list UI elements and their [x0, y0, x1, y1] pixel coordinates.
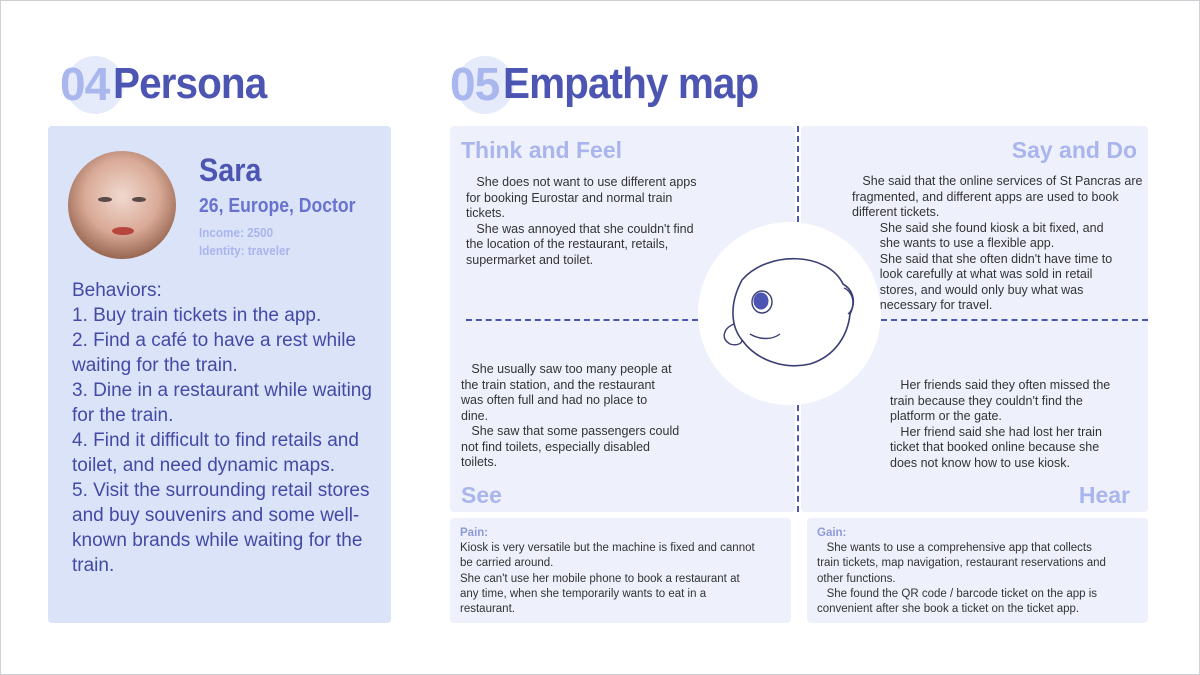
behaviors-list: Behaviors: 1. Buy train tickets in the a… [72, 278, 387, 578]
text-line: any time, when she temporarily wants to … [460, 587, 707, 600]
section-number-badge: 05 [450, 56, 514, 114]
text-line: Her friends said they often missed the [890, 378, 1111, 392]
think-feel-label: Think and Feel [461, 137, 623, 163]
divider-vertical [797, 126, 799, 222]
pain-text: Kiosk is very versatile but the machine … [460, 541, 755, 617]
text-line: She wants to use a comprehensive app tha… [817, 542, 1092, 554]
see-text: She usually saw too many people at the t… [461, 362, 679, 471]
section-title: Persona [113, 59, 267, 108]
persona-name: Sara [199, 152, 262, 188]
text-line: stores, and would only buy what was [852, 282, 1084, 297]
text-line: the train station, and the restaurant [461, 377, 655, 392]
text-line: supermarket and toilet. [466, 252, 594, 267]
text-line: different tickets. [852, 205, 940, 219]
text-line: She can't use her mobile phone to book a… [460, 572, 740, 585]
behavior-item: 1. Buy train tickets in the app. [72, 305, 322, 326]
behavior-item: 2. Find a café to have a rest while wait… [72, 330, 357, 376]
gain-text: She wants to use a comprehensive app tha… [817, 541, 1106, 617]
text-line: restaurant. [460, 603, 515, 616]
section-title: Empathy map [503, 59, 759, 108]
text-line: platform or the gate. [890, 409, 1002, 423]
text-line: be carried around. [460, 557, 554, 570]
text-line: for booking Eurostar and normal train [466, 190, 673, 205]
center-circle [698, 222, 881, 405]
text-line: train because they couldn't find the [890, 393, 1083, 408]
text-line: dine. [461, 408, 489, 423]
persona-heading: 04 Persona [60, 56, 280, 114]
text-line: fragmented, and different apps are used … [852, 189, 1119, 204]
avatar-lips [112, 227, 134, 235]
text-line: necessary for travel. [852, 298, 993, 312]
persona-card: Sara 26, Europe, Doctor Income: 2500 Ide… [48, 126, 391, 623]
text-line: She was annoyed that she couldn't find [466, 221, 694, 236]
empathy-heading: 05 Empathy map [450, 56, 781, 114]
text-line: not find toilets, especially disabled [461, 439, 651, 454]
text-line: She said that the online services of St … [852, 174, 1143, 188]
behaviors-title: Behaviors: [72, 280, 162, 301]
gain-label: Gain: [817, 527, 847, 539]
pain-label: Pain: [460, 527, 489, 539]
divider-vertical [797, 405, 799, 512]
text-line: She does not want to use different apps [466, 175, 697, 189]
text-line: was often full and had no place to [461, 393, 648, 407]
avatar [68, 151, 176, 259]
text-line: tickets. [466, 206, 505, 220]
text-line: She usually saw too many people at [461, 362, 672, 376]
hear-text: Her friends said they often missed the t… [890, 378, 1110, 471]
number-circle [456, 56, 514, 114]
pain-box: Pain: Kiosk is very versatile but the ma… [450, 518, 791, 623]
text-line: She said that she often didn't have time… [852, 251, 1113, 266]
text-line: Her friend said she had lost her train [890, 424, 1102, 439]
text-line: does not know how to use kiosk. [890, 455, 1070, 470]
say-do-label: Say and Do [1011, 137, 1137, 163]
text-line: convenient after she book a ticket on th… [817, 603, 1080, 616]
behavior-item: 4. Find it difficult to find retails and… [72, 430, 359, 476]
persona-subtitle: 26, Europe, Doctor [199, 195, 356, 217]
see-label: See [461, 482, 502, 508]
persona-income: Income: 2500 [199, 225, 274, 240]
avatar-eye [132, 197, 146, 202]
text-line: toilets. [461, 455, 498, 469]
text-line: She found the QR code / barcode ticket o… [817, 587, 1098, 600]
text-line: Kiosk is very versatile but the machine … [460, 542, 755, 554]
text-line: she wants to use a flexible app. [852, 236, 1055, 250]
section-number: 04 [60, 58, 110, 110]
text-line: other functions. [817, 572, 896, 585]
hear-label: Hear [1078, 482, 1130, 508]
behavior-item: 3. Dine in a restaurant while waiting fo… [72, 380, 372, 426]
number-circle [66, 56, 124, 114]
text-line: the location of the restaurant, retails, [466, 237, 669, 251]
gain-box: Gain: She wants to use a comprehensive a… [807, 518, 1148, 623]
text-line: She saw that some passengers could [461, 424, 680, 438]
divider-horizontal [466, 319, 698, 321]
say-do-text: She said that the online services of St … [852, 174, 1142, 314]
text-line: ticket that booked online because she [890, 440, 1100, 454]
head-illustration [723, 257, 855, 367]
persona-identity: Identity: traveler [199, 243, 291, 258]
text-line: train tickets, map navigation, restauran… [817, 557, 1106, 570]
avatar-eye [98, 197, 112, 202]
divider-horizontal [881, 319, 1148, 321]
text-line: look carefully at what was sold in retai… [852, 267, 1093, 281]
section-number-badge: 04 [60, 56, 124, 114]
behavior-item: 5. Visit the surrounding retail stores a… [72, 480, 370, 576]
text-line: She said she found kiosk a bit fixed, an… [852, 220, 1104, 235]
think-feel-text: She does not want to use different apps … [466, 175, 696, 268]
section-number: 05 [450, 58, 500, 110]
